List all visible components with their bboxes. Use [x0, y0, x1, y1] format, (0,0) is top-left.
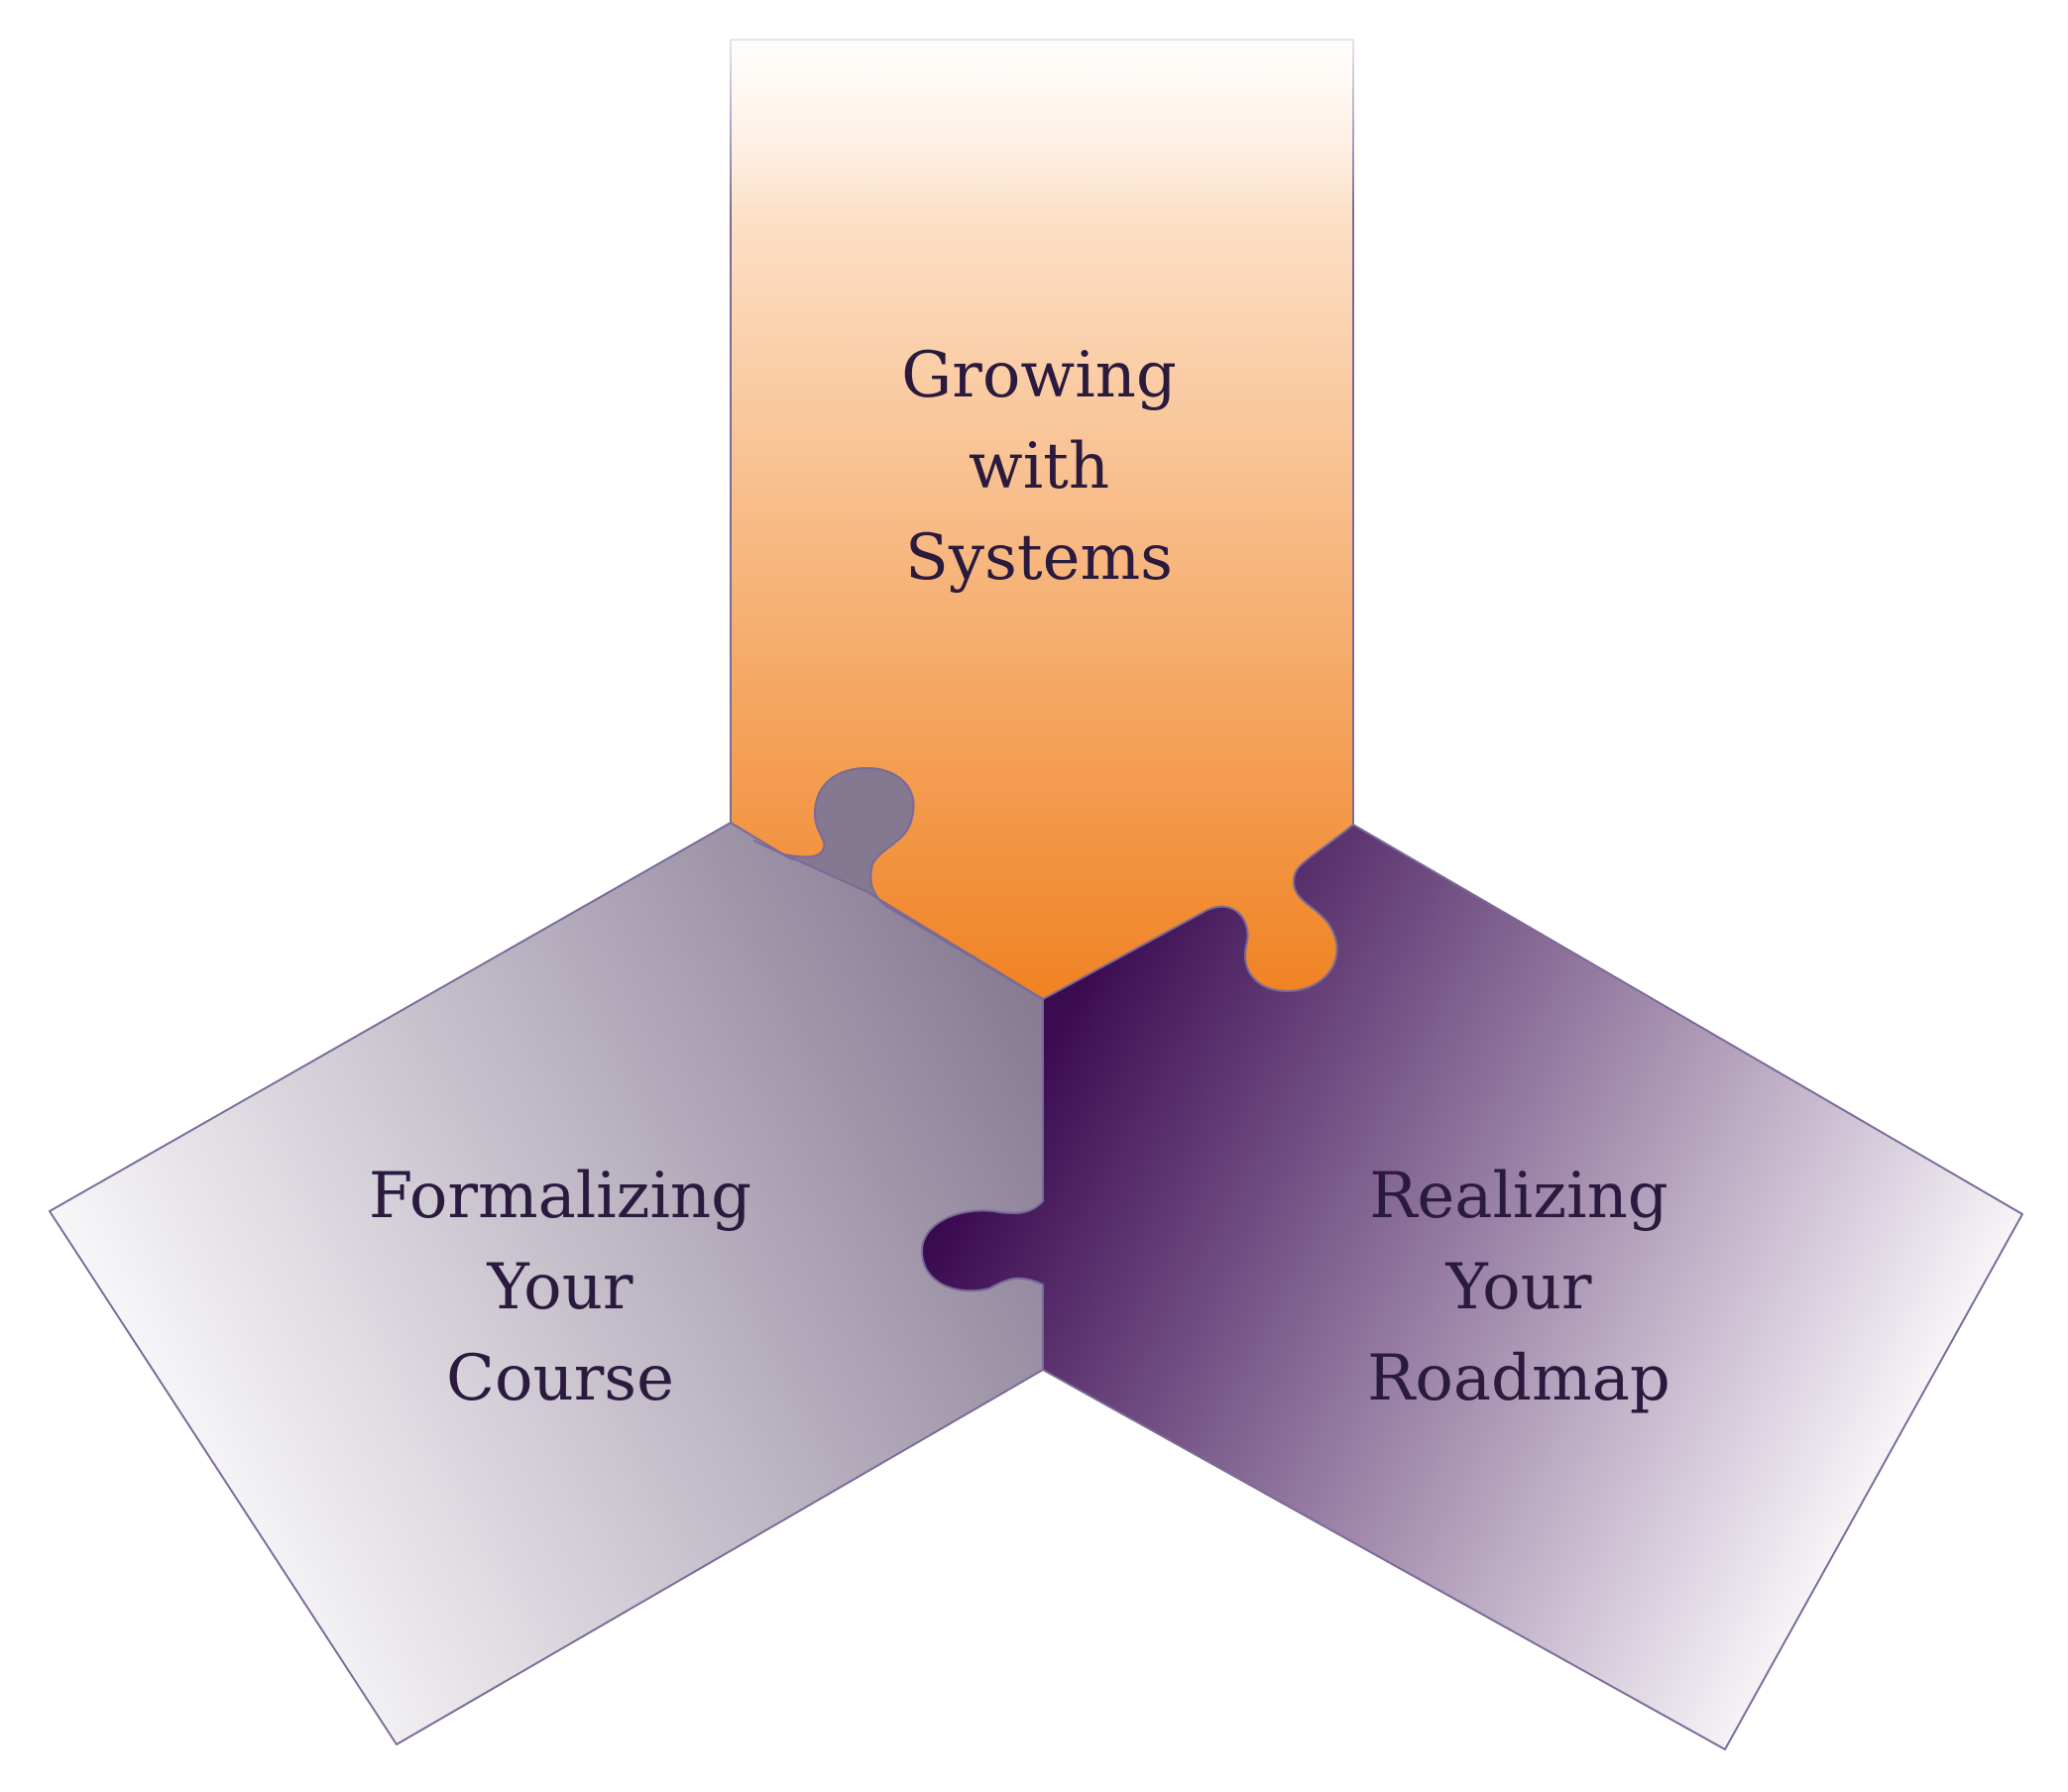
left-label-line-3: Course: [446, 1342, 674, 1415]
right-label-line-1: Realizing: [1369, 1160, 1668, 1233]
top-piece-label: Growing with Systems: [901, 339, 1177, 595]
left-piece-tab: [752, 766, 1044, 1000]
left-label-line-1: Formalizing: [369, 1160, 751, 1233]
left-label-line-2: Your: [486, 1251, 632, 1324]
right-piece-label: Realizing Your Roadmap: [1367, 1160, 1670, 1415]
right-label-line-3: Roadmap: [1367, 1342, 1670, 1415]
left-piece-label: Formalizing Your Course: [369, 1160, 751, 1415]
right-label-line-2: Your: [1444, 1251, 1591, 1324]
top-label-line-1: Growing: [901, 339, 1177, 412]
top-label-line-2: with: [969, 430, 1109, 504]
top-label-line-3: Systems: [905, 521, 1173, 595]
